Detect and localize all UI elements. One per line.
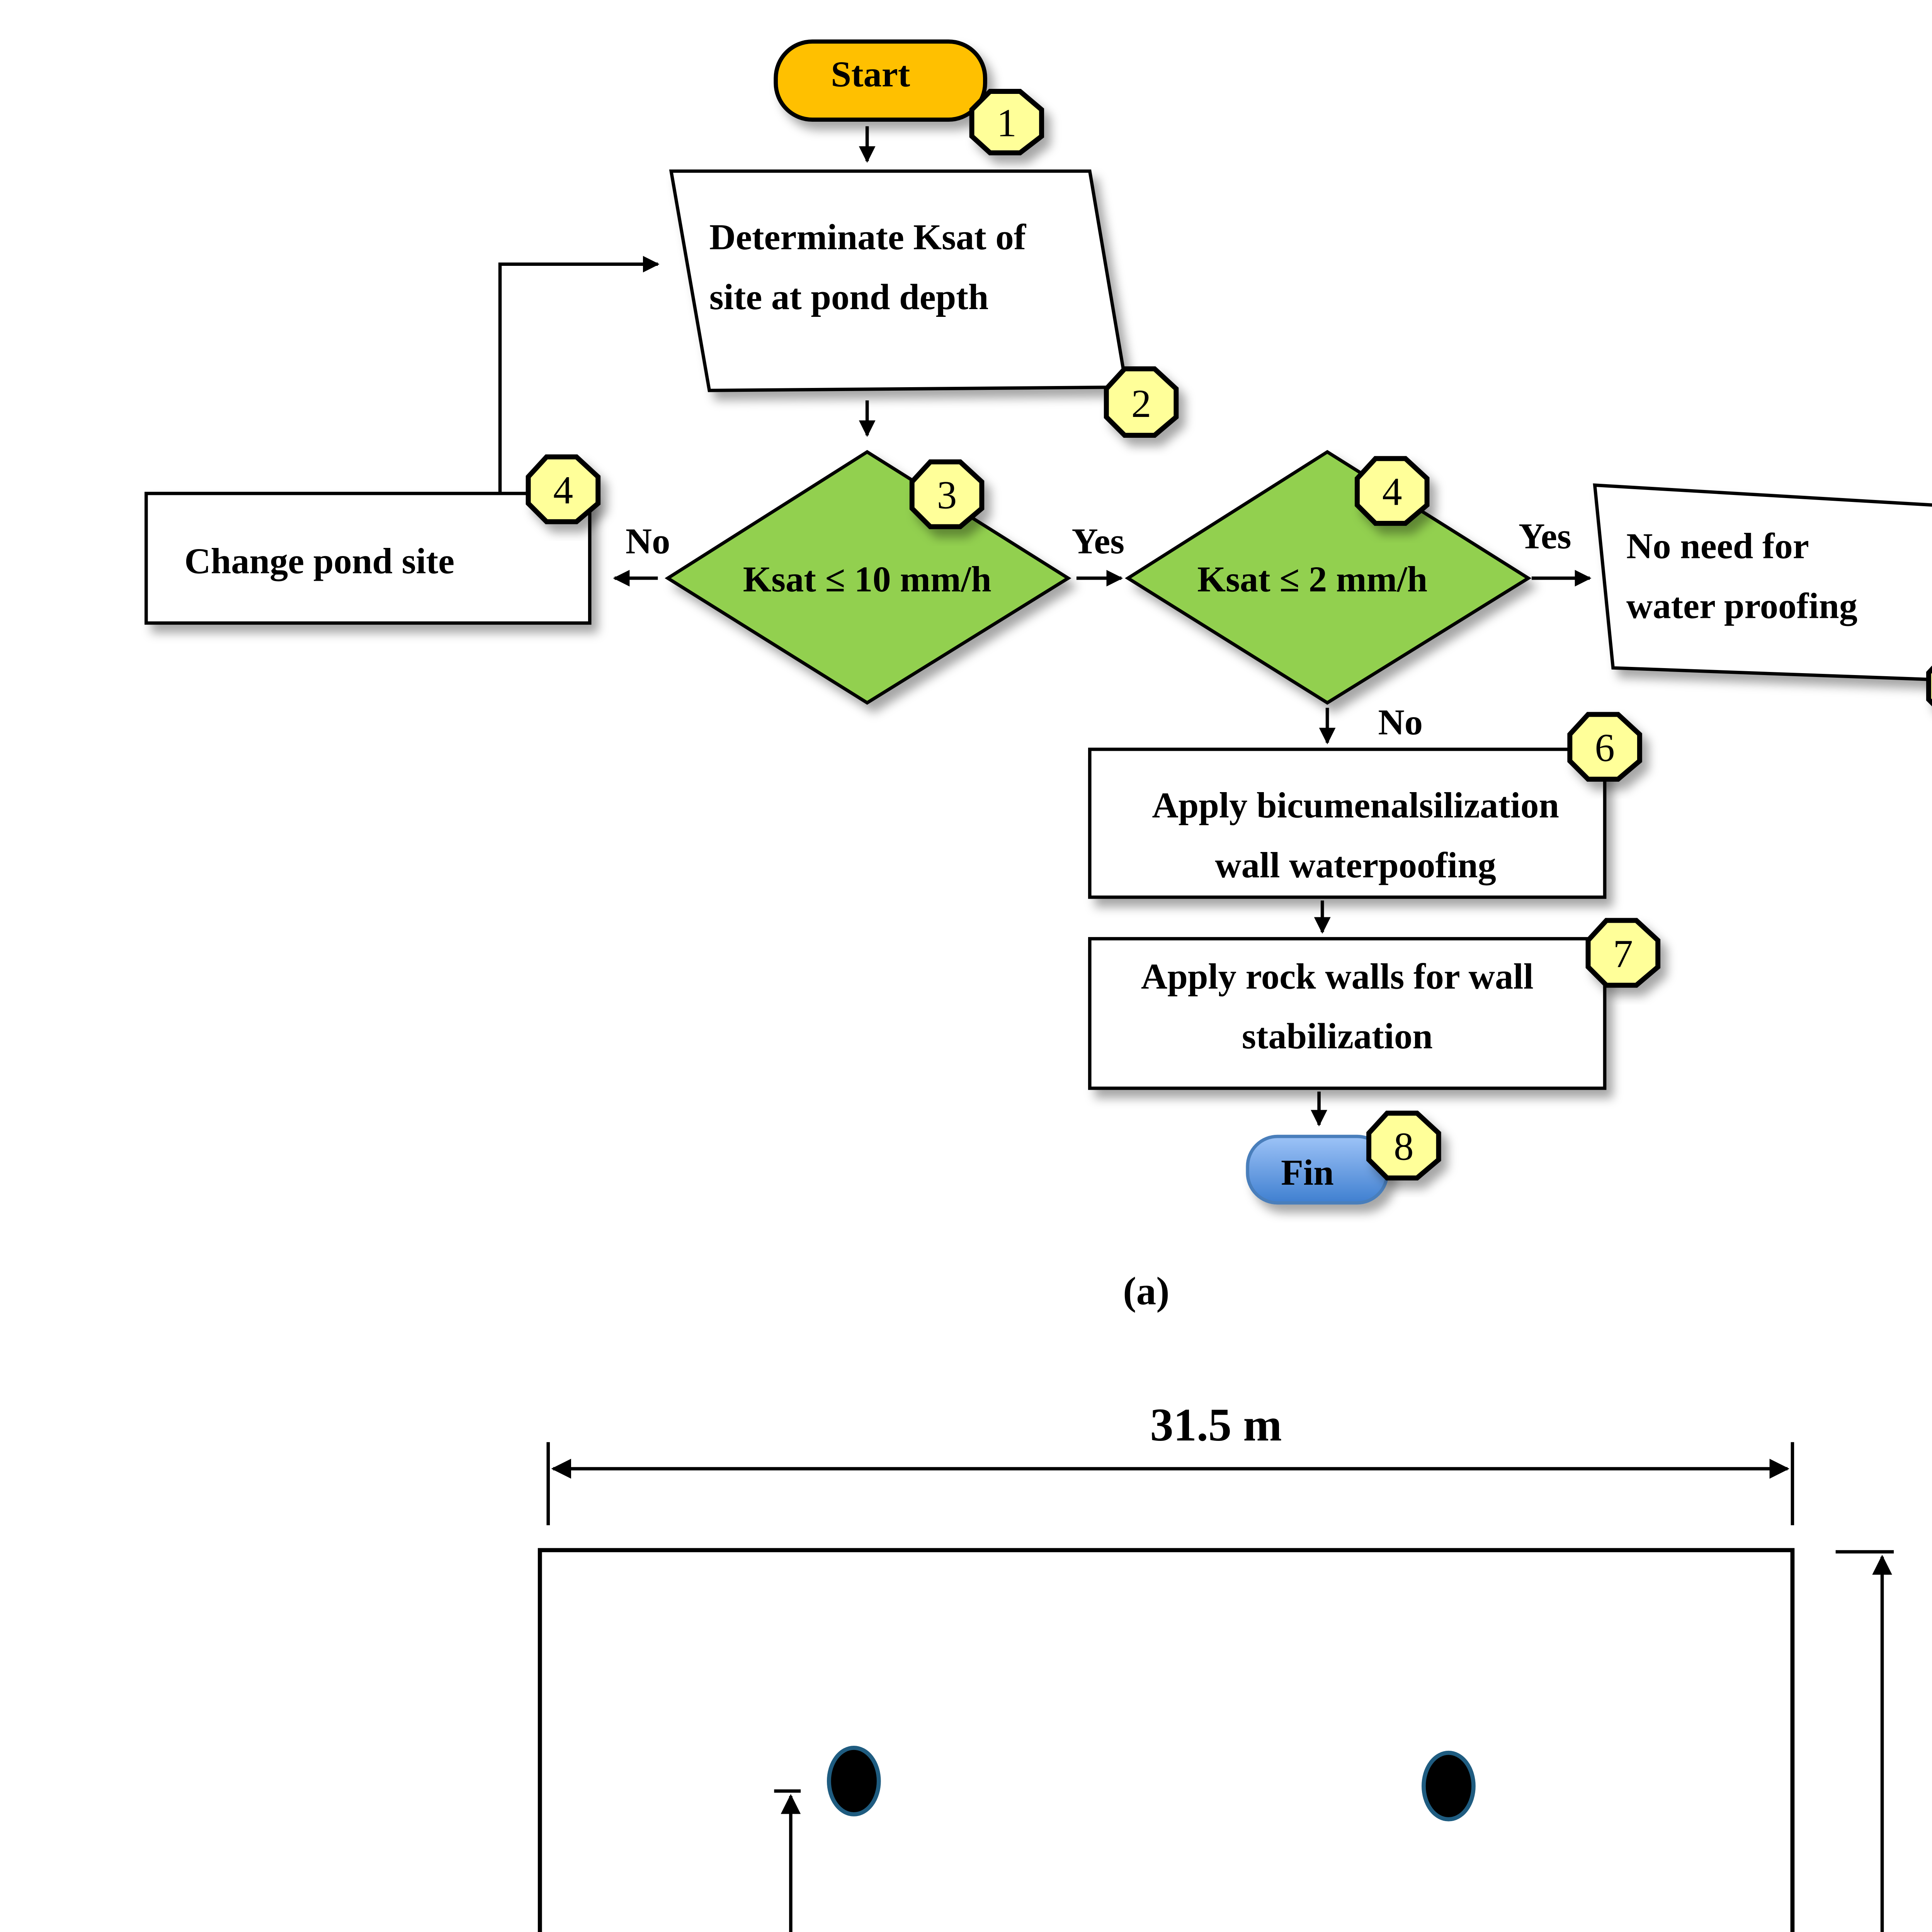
- svg-text:2: 2: [1131, 382, 1151, 426]
- apply-bitumen-node[interactable]: Apply bicumenalsilization wall waterpoof…: [1088, 747, 1607, 899]
- determine-ksat-node[interactable]: Determinate Ksat of site at pond depth: [669, 169, 1128, 392]
- svg-text:4: 4: [553, 468, 573, 512]
- arrow-loop-back: [498, 256, 660, 494]
- flowchart: Start 1 Determinate Ksat of site at pond…: [145, 39, 1932, 1313]
- apply-rock-line2: stabilization: [1242, 1016, 1433, 1056]
- step-badge-6: 6: [1567, 712, 1642, 782]
- decision-ksat-2[interactable]: Ksat ≤ 2 mm/h: [1125, 450, 1532, 705]
- step-badge-4-left: 4: [526, 454, 601, 524]
- apply-bitumen-line1: Apply bicumenalsilization: [1152, 785, 1559, 825]
- change-pond-site-node[interactable]: Change pond site: [145, 492, 592, 625]
- start-node[interactable]: Start: [774, 39, 987, 122]
- pond-layout: 31.5 m 17.7 m 8.9 m 24.6 m (b): [537, 1400, 1894, 1932]
- svg-text:1: 1: [997, 101, 1017, 145]
- no-need-line2: water proofing: [1626, 586, 1857, 626]
- caption-a: (a): [1123, 1269, 1169, 1313]
- well-top-left: [827, 1746, 881, 1816]
- decision2-label: Ksat ≤ 2 mm/h: [1197, 560, 1428, 600]
- decision2-no-label: No: [1378, 702, 1423, 743]
- pond-outline: [537, 1548, 1795, 1932]
- step-badge-8: 8: [1366, 1111, 1441, 1181]
- decision-ksat-10[interactable]: Ksat ≤ 10 mm/h: [665, 450, 1071, 705]
- width-label: 31.5 m: [1150, 1400, 1282, 1451]
- step-badge-2: 2: [1104, 366, 1179, 438]
- decision2-yes-label: Yes: [1519, 516, 1571, 556]
- step-badge-1: 1: [969, 89, 1044, 156]
- change-site-label: Change pond site: [184, 541, 454, 581]
- step-badge-5: 5: [1926, 665, 1932, 706]
- svg-text:6: 6: [1595, 726, 1615, 770]
- determine-line1: Determinate Ksat of: [709, 217, 1027, 257]
- svg-text:3: 3: [937, 473, 957, 517]
- well-top-right: [1422, 1750, 1476, 1821]
- svg-text:8: 8: [1394, 1124, 1414, 1168]
- apply-bitumen-line2: wall waterpoofing: [1215, 845, 1496, 885]
- decision1-no-label: No: [626, 521, 670, 561]
- svg-text:4: 4: [1382, 470, 1402, 514]
- no-need-line1: No need for: [1626, 526, 1809, 566]
- decision1-label: Ksat ≤ 10 mm/h: [743, 560, 992, 600]
- decision1-yes-label: Yes: [1071, 521, 1124, 561]
- no-need-waterproofing-node[interactable]: No need for water proofing: [1593, 483, 1932, 681]
- fin-label: Fin: [1281, 1153, 1334, 1193]
- determine-line2: site at pond depth: [709, 277, 989, 317]
- apply-rock-walls-node[interactable]: Apply rock walls for wall stabilization: [1088, 937, 1607, 1090]
- step-badge-3: 3: [909, 459, 985, 529]
- step-badge-4-right: 4: [1355, 456, 1430, 526]
- svg-text:7: 7: [1613, 932, 1633, 976]
- start-label: Start: [831, 54, 910, 95]
- fin-node[interactable]: Fin: [1246, 1134, 1389, 1205]
- apply-rock-line1: Apply rock walls for wall: [1141, 956, 1534, 997]
- step-badge-7: 7: [1585, 918, 1661, 988]
